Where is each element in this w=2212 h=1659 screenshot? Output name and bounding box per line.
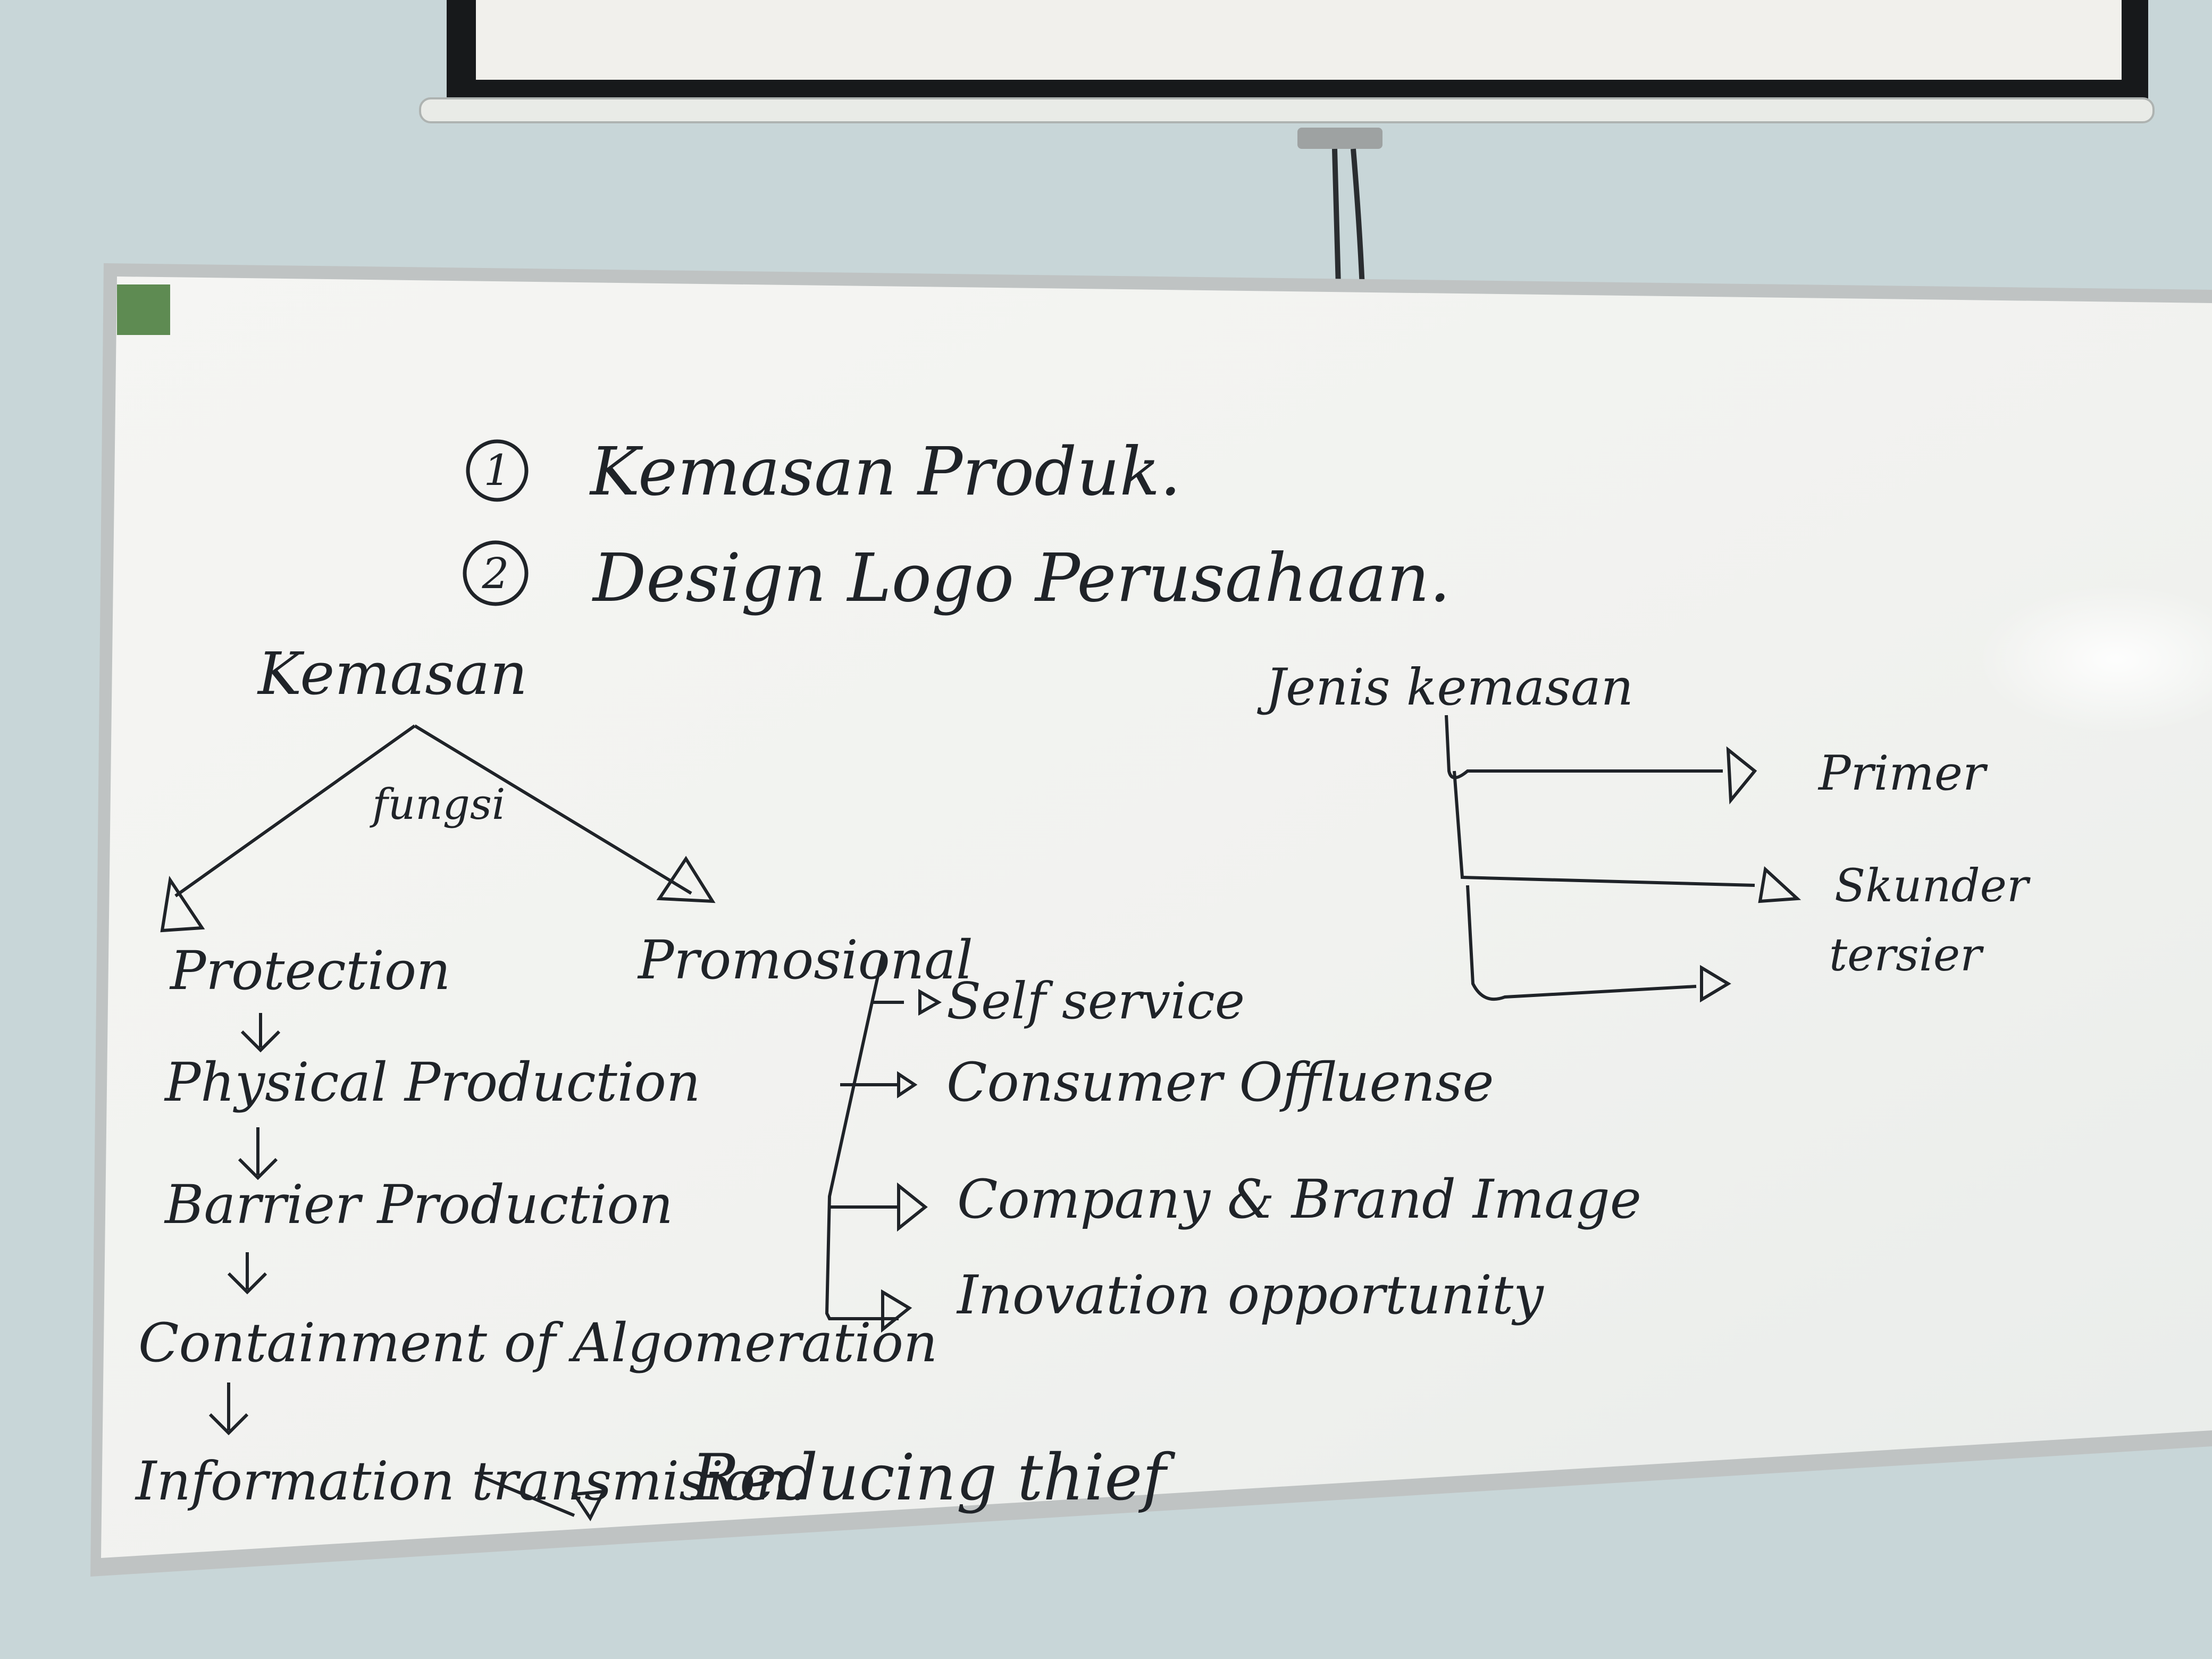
jenis-item-3: tersier bbox=[1829, 929, 1984, 982]
chain-item-4: Information transmision. bbox=[135, 1450, 807, 1512]
branch-3: Company & Brand Image bbox=[957, 1168, 1641, 1230]
headings: 1 Kemasan Produk. 2 Design Logo Perusaha… bbox=[463, 433, 1451, 617]
promosional-label: Promosional bbox=[637, 929, 973, 991]
branch-2: Consumer Offluense bbox=[946, 1051, 1494, 1113]
jenis-title: Jenis kemasan bbox=[1257, 658, 1633, 717]
arrow-icon bbox=[881, 1289, 912, 1333]
protection-label: Protection bbox=[169, 940, 450, 1002]
jenis-item-2: Skunder bbox=[1834, 860, 2031, 912]
jenis-item-1: Primer bbox=[1817, 745, 1988, 801]
arrow-left-icon bbox=[160, 875, 205, 933]
down-arrow-icon bbox=[208, 1382, 249, 1436]
arrow-icon bbox=[897, 1182, 928, 1232]
arrow-icon bbox=[571, 1489, 607, 1521]
promosional-branches: Self service Consumer Offluense Company … bbox=[825, 954, 1641, 1333]
chain-item-3: Containment of Algomeration bbox=[138, 1312, 937, 1374]
edge-label: fungsi bbox=[370, 780, 506, 829]
chain-item-1: Physical Production bbox=[164, 1051, 700, 1113]
branch-4: Inovation opportunity bbox=[956, 1264, 1544, 1326]
item2-text: Design Logo Perusahaan. bbox=[592, 540, 1451, 617]
chain-item-2: Barrier Production bbox=[164, 1174, 673, 1236]
item1-text: Kemasan Produk. bbox=[589, 433, 1181, 510]
arrow-icon bbox=[1700, 965, 1731, 1003]
branch-1: Self service bbox=[946, 972, 1245, 1030]
down-arrow-icon bbox=[240, 1013, 281, 1053]
arrow-icon bbox=[1726, 746, 1757, 805]
down-arrow-icon bbox=[238, 1127, 278, 1180]
jenis-kemasan: Jenis kemasan Primer Skunder tersier bbox=[1257, 658, 2031, 1003]
arrow-icon bbox=[918, 988, 942, 1016]
arrow-icon bbox=[897, 1071, 918, 1099]
reducing-thief: Reducing thief bbox=[690, 1441, 1176, 1515]
board-sticker-icon bbox=[117, 284, 170, 335]
item2-number: 2 bbox=[482, 549, 509, 598]
item1-number: 1 bbox=[484, 446, 511, 495]
arrow-icon bbox=[1758, 866, 1802, 903]
tree-root: Kemasan bbox=[257, 640, 527, 708]
arrow-right-icon bbox=[656, 856, 716, 903]
kemasan-tree: Kemasan fungsi Protection Promosional Ph… bbox=[135, 640, 1176, 1521]
whiteboard bbox=[90, 263, 2212, 1577]
projector-screen bbox=[419, 0, 2155, 480]
down-arrow-icon bbox=[227, 1252, 267, 1295]
